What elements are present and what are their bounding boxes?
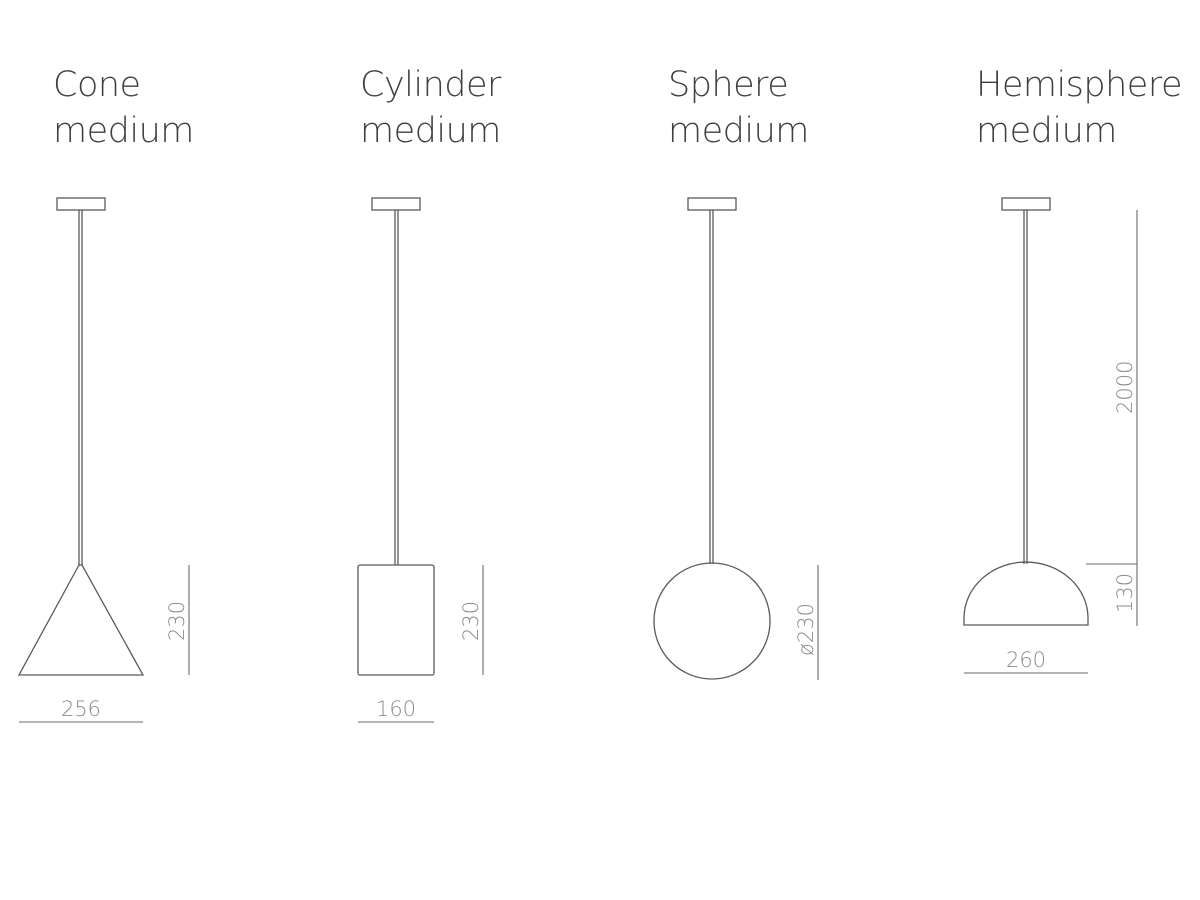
- hemisphere-size: medium: [976, 111, 1117, 151]
- cone-width-label: 256: [61, 697, 101, 721]
- cylinder-canopy: [371, 197, 421, 211]
- cone-size: medium: [53, 111, 194, 151]
- sphere-canopy: [687, 197, 737, 211]
- sphere-name: Sphere: [668, 65, 789, 105]
- hemisphere-canopy: [1001, 197, 1051, 211]
- cylinder-title: Cylinder medium: [360, 62, 501, 154]
- hemisphere-title: Hemisphere medium: [976, 62, 1183, 154]
- hemisphere-name: Hemisphere: [976, 65, 1183, 105]
- cylinder-height-label: 230: [459, 601, 483, 641]
- hemisphere-shade: [963, 561, 1089, 626]
- cone-height-label: 230: [165, 601, 189, 641]
- cylinder-width-label: 160: [376, 697, 416, 721]
- sphere-lamp: ø230: [653, 197, 819, 680]
- cone-canopy: [56, 197, 106, 211]
- cone-lamp: 230 256: [17, 197, 190, 723]
- sphere-diameter-label: ø230: [794, 603, 818, 656]
- cylinder-shade: [357, 564, 435, 676]
- hemisphere-lamp: 2000 130 260: [963, 197, 1138, 674]
- hemisphere-cable-label: 2000: [1113, 361, 1137, 414]
- cone-title: Cone medium: [53, 62, 194, 154]
- cone-name: Cone: [53, 65, 141, 105]
- sphere-title: Sphere medium: [668, 62, 809, 154]
- cylinder-lamp: 230 160: [357, 197, 484, 723]
- hemisphere-height-label: 130: [1113, 573, 1137, 613]
- hemisphere-width-label: 260: [1006, 648, 1046, 672]
- cylinder-name: Cylinder: [360, 65, 501, 105]
- sphere-shade: [653, 562, 771, 680]
- cylinder-size: medium: [360, 111, 501, 151]
- sphere-size: medium: [668, 111, 809, 151]
- cone-shade: [17, 564, 145, 676]
